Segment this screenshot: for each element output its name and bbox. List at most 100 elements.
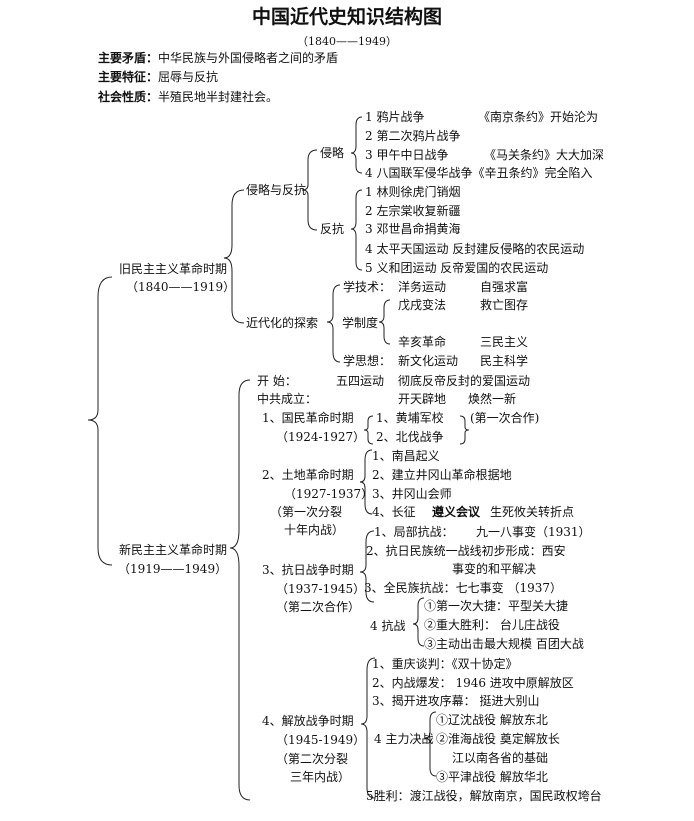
p3-battle: ②重大胜利： 台儿庄战役 (424, 618, 560, 632)
aggression-note: 《南京条约》开始沦为 (478, 110, 599, 124)
new-period-name: 新民主主义革命时期 (119, 543, 228, 557)
ccp-note: 开天辟地 (398, 392, 447, 406)
modernization-brace (326, 284, 341, 363)
system-brace (378, 299, 391, 345)
p4-item: 4 主力决战 (374, 732, 434, 746)
old-period-name: 旧民主主义革命时期 (119, 262, 228, 276)
new-brace (229, 379, 251, 801)
p4-battle: ①辽沈战役 解放东北 (436, 713, 548, 727)
intro-text: 屈辱与反抗 (158, 70, 219, 84)
p3-note: （第二次合作） (276, 600, 361, 614)
resistance-item: 3 邓世昌命捐黄海 (365, 222, 461, 236)
p3-item: 2、抗日民族统一战线初步形成：西安 (366, 544, 566, 558)
p3-brace (359, 530, 375, 603)
intro-label: 社会性质： (98, 90, 159, 104)
p2-brace (359, 449, 373, 515)
p3-years: （1937-1945） (276, 582, 366, 596)
p1-close-brace (459, 415, 470, 445)
start-label: 开 始： (257, 374, 297, 388)
intro-line-contradiction: 主要矛盾：中华民族与外国侵略者之间的矛盾 (98, 51, 338, 65)
p2-note: 生死攸关转折点 (490, 505, 575, 519)
old-period-years: （1840——1919） (126, 280, 236, 294)
p4-note: 三年内战） (290, 770, 351, 784)
learn-thought-note: 民主科学 (480, 354, 529, 368)
p2-item: 2、建立井冈山革命根据地 (372, 468, 512, 482)
p2-note: 十年内战） (284, 523, 345, 537)
page-title: 中国近代史知识结构图 (251, 6, 442, 28)
p4-years: （1945-1949） (276, 733, 366, 747)
p4-battle: ③平津战役 解放华北 (436, 770, 548, 784)
p4-note: （第二次分裂 (276, 752, 349, 766)
p2-item: 4、长征 (372, 505, 416, 519)
aggression-note: 《马关条约》大大加深 (484, 148, 605, 162)
p3-battle: ①第一次大捷：平型关大捷 (424, 599, 569, 613)
start-event: 五四运动 (336, 374, 385, 388)
p2-item: 3、井冈山会师 (372, 487, 452, 501)
p4-item: 1、重庆谈判：《双十协定》 (372, 657, 518, 671)
resistance-item: 5 义和团运动 反帝爱国的农民运动 (365, 261, 549, 275)
start-note: 彻底反帝反封的爱国运动 (398, 374, 531, 388)
p2-note: （第一次分裂 (270, 505, 343, 519)
learn-technology-item: 洋务运动 (398, 280, 447, 294)
intro-text: 中华民族与外国侵略者之间的矛盾 (158, 51, 339, 65)
p4-battle: 江以南各省的基础 (452, 751, 549, 765)
learn-system-label: 学制度 (342, 316, 379, 330)
intro-label: 主要特征： (98, 70, 159, 84)
p1-note: (第一次合作) (470, 411, 540, 425)
aggression-item: 2 第二次鸦片战争 (365, 129, 461, 143)
p4-battle: ②淮海战役 奠定解放长 (436, 732, 560, 746)
aggression-item: 3 甲午中日战争 (365, 148, 449, 162)
learn-system-note: 救亡图存 (480, 298, 529, 312)
p4-battles-brace (424, 711, 437, 777)
learn-technology-label: 学技术： (343, 280, 392, 294)
learn-system-item: 辛亥革命 (398, 335, 447, 349)
p3-item: 1、局部抗战： (374, 525, 454, 539)
p4-item: 2、内战爆发： 1946 进攻中原解放区 (372, 676, 574, 690)
learn-thought-item: 新文化运动 (398, 354, 459, 368)
p4-name: 4、解放战争时期 (262, 714, 354, 728)
aggression-item: 1 鸦片战争 (365, 110, 425, 124)
resistance-brace (350, 189, 363, 271)
intro-label: 主要矛盾： (98, 51, 159, 65)
p2-name: 2、土地革命时期 (262, 468, 354, 482)
resistance-item: 1 林则徐虎门销烟 (365, 185, 461, 199)
p1-brace (363, 415, 374, 445)
p3-battles-brace (412, 597, 425, 647)
new-period-years: （1919——1949） (118, 562, 228, 576)
p3-note: 九一八事变（1931） (476, 525, 591, 539)
aggression-brace (350, 116, 363, 174)
p4-item: 5胜利：渡江战役，解放南京，国民政权垮台 (366, 789, 602, 803)
learn-system-item: 戊戌变法 (398, 298, 447, 312)
intro-line-feature: 主要特征：屈辱与反抗 (98, 70, 218, 84)
aggression-label: 侵略 (320, 146, 345, 160)
p3-item: 3、全民族抗战：七七事变 （1937） (364, 581, 562, 595)
p4-item: 3、揭开进攻序幕： 挺进大别山 (372, 694, 540, 708)
p3-item: 4 抗战 (370, 619, 406, 633)
p2-years: （1927-1937） (284, 487, 374, 501)
p1-years: （1924-1927） (276, 430, 366, 444)
p2-item: 1、南昌起义 (372, 449, 440, 463)
aggr-rest-brace (301, 149, 318, 231)
learn-technology-note: 自强求富 (480, 280, 529, 294)
p3-name: 3、抗日战争时期 (262, 563, 354, 577)
learn-system-note: 三民主义 (480, 335, 529, 349)
ccp-label: 中共成立： (257, 392, 318, 406)
p1-item: 2、北伐战争 (376, 430, 444, 444)
branch-modernization: 近代化的探索 (246, 316, 319, 330)
p4-brace (360, 657, 376, 799)
p2-meeting: 遵义会议 (432, 505, 481, 519)
p1-item: 1、黄埔军校 (376, 411, 444, 425)
resistance-label: 反抗 (320, 222, 345, 236)
old-brace (223, 189, 245, 324)
resistance-item: 2 左宗棠收复新疆 (365, 204, 461, 218)
page-subtitle: （1840——1949） (297, 35, 397, 48)
intro-text: 半殖民地半封建社会。 (158, 90, 279, 104)
branch-aggression-resistance: 侵略与反抗 (246, 183, 307, 197)
resistance-item: 4 太平天国运动 反封建反侵略的农民运动 (365, 242, 585, 256)
intro-line-society: 社会性质：半殖民地半封建社会。 (98, 90, 278, 104)
p3-battle: ③主动出击最大规模 百团大战 (424, 637, 584, 651)
ccp-note: 焕然一新 (468, 392, 517, 406)
p1-name: 1、国民革命时期 (262, 411, 354, 425)
